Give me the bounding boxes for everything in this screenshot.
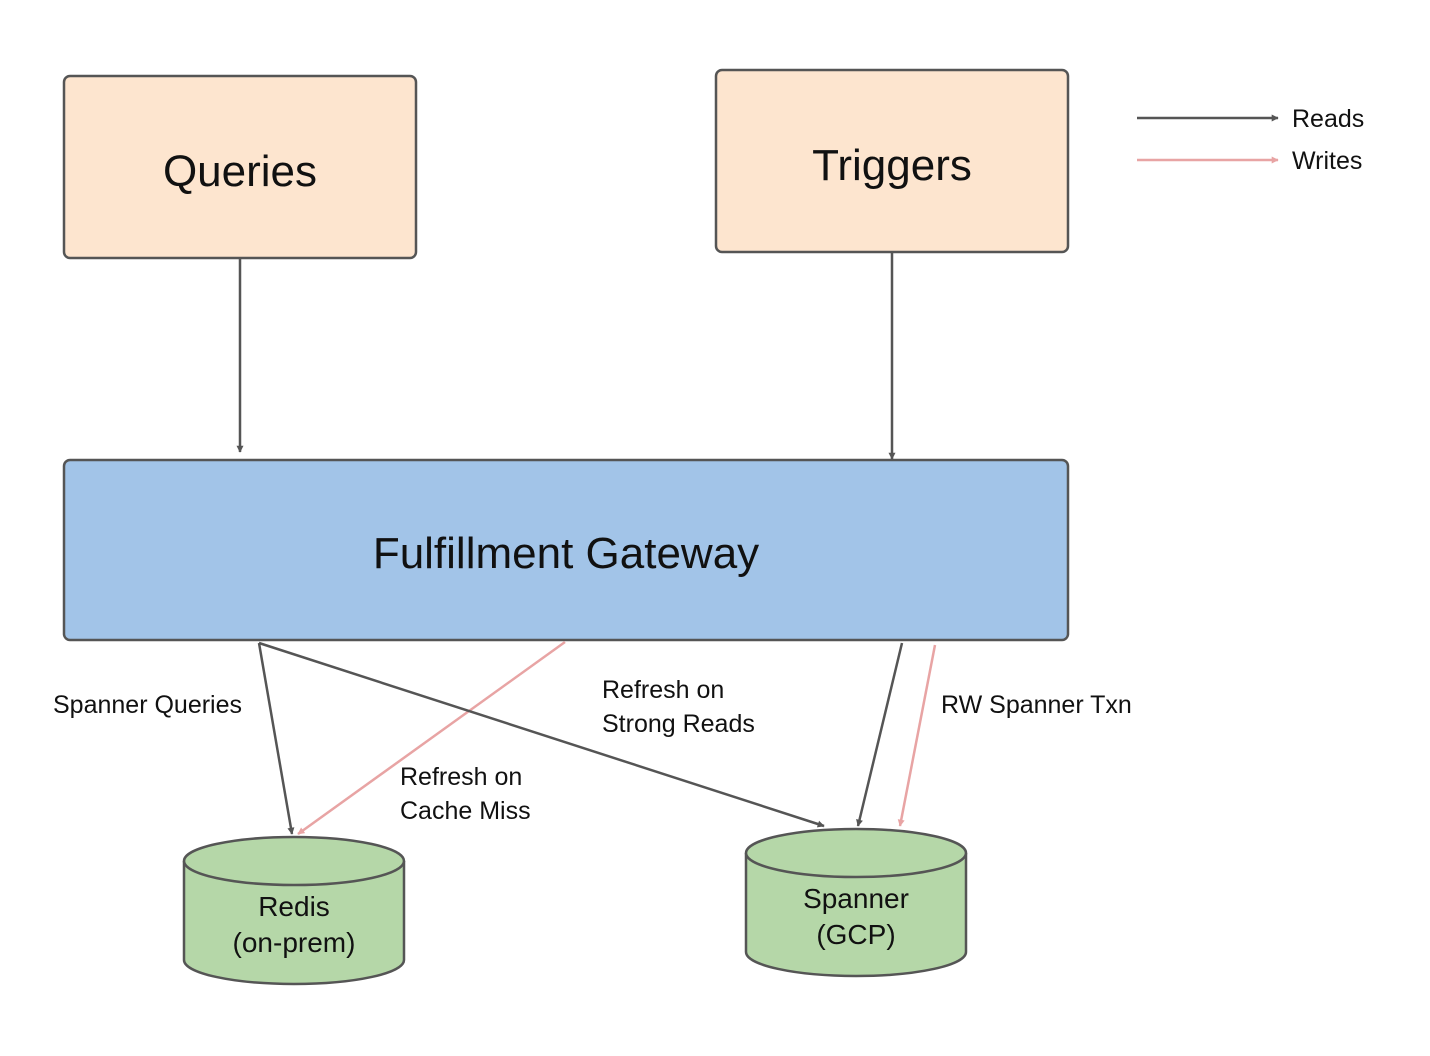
triggers-node: Triggers <box>714 68 1070 254</box>
queries-label: Queries <box>163 147 317 196</box>
refresh-cache-miss-label-line1: Refresh on <box>400 763 522 791</box>
legend: Reads Writes <box>1137 105 1364 175</box>
gateway-to-spanner-write-arrow <box>897 644 937 827</box>
spanner-label-line2: (GCP) <box>816 919 895 950</box>
refresh-strong-reads-label-line1: Refresh on <box>602 676 724 704</box>
gateway-to-spanner-read-arrow <box>856 642 904 827</box>
refresh-strong-reads-label-line2: Strong Reads <box>602 710 755 738</box>
queries-node: Queries <box>62 74 418 260</box>
redis-label-line1: Redis <box>258 891 330 922</box>
rw-spanner-txn-label: RW Spanner Txn <box>941 691 1132 719</box>
legend-reads-label: Reads <box>1292 105 1364 133</box>
spanner-label-line1: Spanner <box>803 883 909 914</box>
legend-writes-label: Writes <box>1292 147 1362 175</box>
gateway-node: Fulfillment Gateway <box>62 458 1070 642</box>
gateway-label: Fulfillment Gateway <box>373 529 759 578</box>
spanner-queries-label: Spanner Queries <box>53 691 242 719</box>
gateway-to-redis-read-arrow <box>257 642 295 835</box>
gateway-to-spanner-strong-read-arrow <box>258 641 825 828</box>
redis-database: Redis (on-prem) <box>182 835 406 986</box>
triggers-label: Triggers <box>812 141 972 190</box>
gateway-to-redis-write-arrow <box>297 640 566 836</box>
spanner-database: Spanner (GCP) <box>744 827 968 978</box>
redis-label-line2: (on-prem) <box>233 927 356 958</box>
refresh-cache-miss-label-line2: Cache Miss <box>400 797 531 825</box>
